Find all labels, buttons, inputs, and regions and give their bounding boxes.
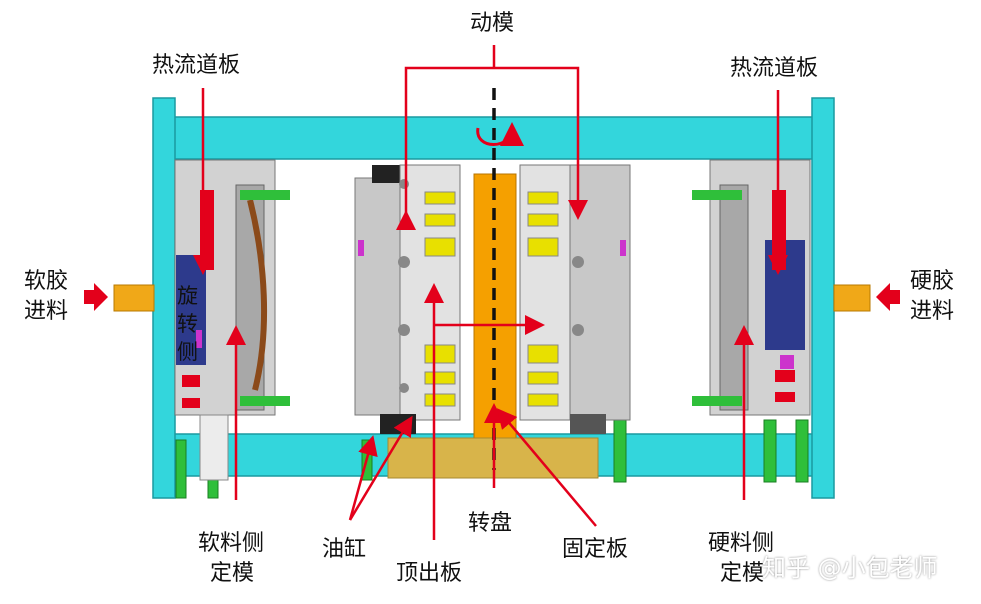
left-moving-plate xyxy=(354,164,461,434)
feed-arrows xyxy=(84,283,900,311)
hot-runner-left-label: 热流道板 xyxy=(152,53,241,78)
rotation-side-char-3: 侧 xyxy=(177,340,198,364)
hard-side-fixed-mold xyxy=(692,159,811,416)
watermark: 知乎 @小包老师 xyxy=(762,554,938,582)
rotation-side-char-2: 转 xyxy=(177,312,198,336)
soft-feed-nozzle xyxy=(113,284,155,312)
hard-fixed-mold-label-2: 定模 xyxy=(720,561,765,586)
soft-fixed-mold-label-2: 定模 xyxy=(210,561,255,586)
rotation-arrow xyxy=(476,122,524,147)
soft-feed-arrow xyxy=(84,283,108,311)
hard-feed-nozzle xyxy=(833,284,871,312)
callout-lines xyxy=(193,45,788,540)
hot-runner-right-label: 热流道板 xyxy=(730,56,819,81)
right-moving-plate xyxy=(519,164,631,434)
ejector-plate-label: 顶出板 xyxy=(396,561,463,586)
soft-feed-label-1: 软胶 xyxy=(24,269,69,294)
hard-feed-label-2: 进料 xyxy=(910,299,955,324)
soft-fixed-mold-label-1: 软料侧 xyxy=(198,531,265,556)
cylinder-label: 油缸 xyxy=(322,537,367,562)
moving-mold-label: 动模 xyxy=(470,11,515,36)
hard-fixed-mold-label-1: 硬料侧 xyxy=(708,531,775,556)
soft-side-fixed-mold xyxy=(174,159,290,481)
hard-feed-label-1: 硬胶 xyxy=(910,269,955,294)
hard-feed-arrow xyxy=(876,283,900,311)
rotation-side-char-1: 旋 xyxy=(177,284,198,308)
fixed-plate-label: 固定板 xyxy=(562,537,629,562)
turntable-label: 转盘 xyxy=(468,511,513,536)
soft-feed-label-2: 进料 xyxy=(24,299,69,324)
